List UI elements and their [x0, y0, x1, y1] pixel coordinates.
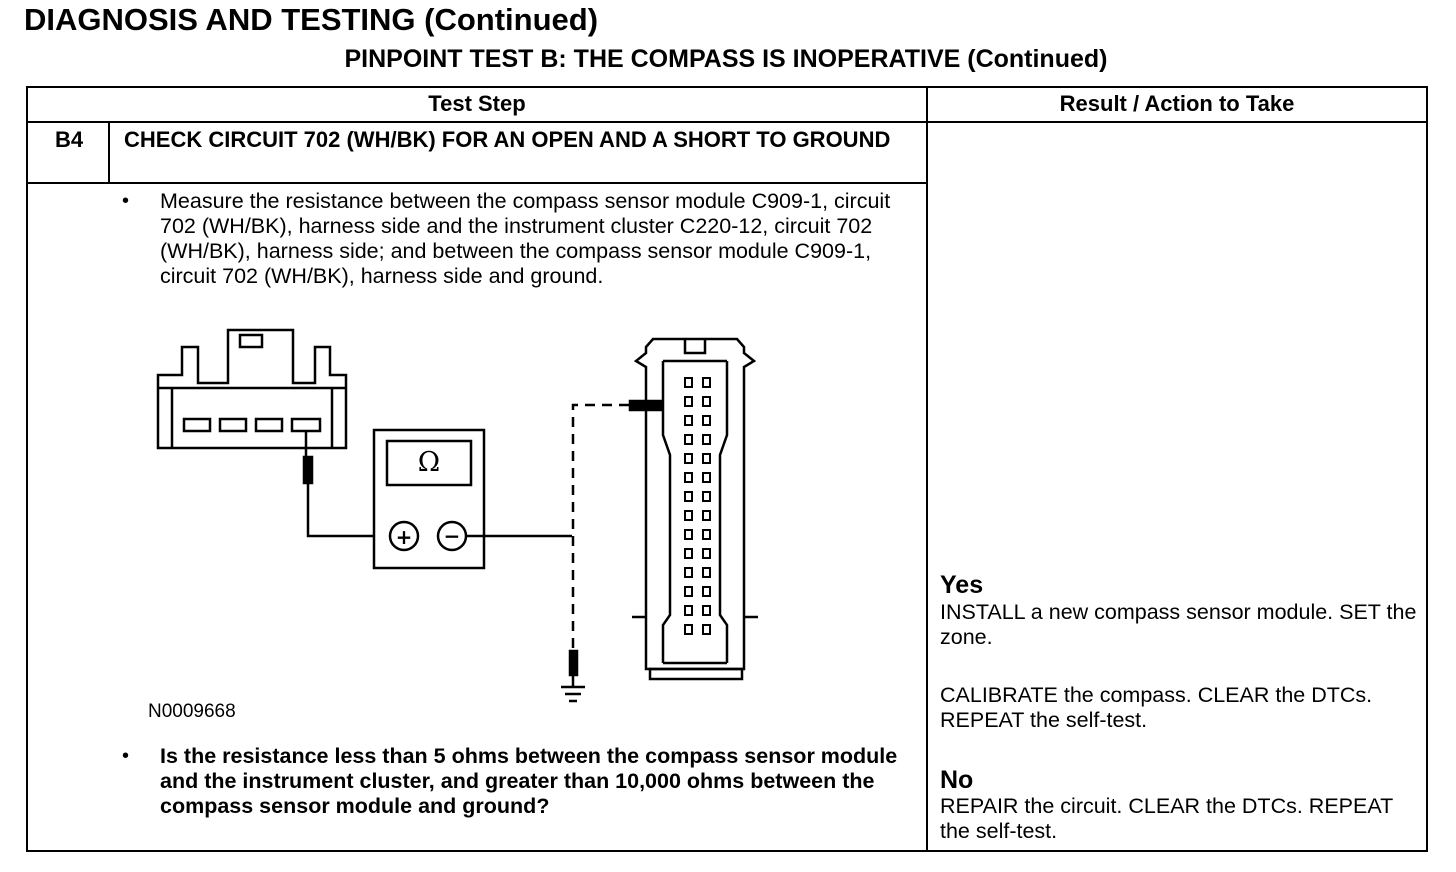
step-id: B4	[54, 127, 84, 152]
test-table	[26, 86, 1428, 852]
step-title-divider	[26, 182, 928, 184]
header-divider	[26, 121, 1428, 123]
bullet: •	[122, 190, 130, 212]
header-result-action: Result / Action to Take	[1059, 91, 1295, 116]
result-yes-action-2: CALIBRATE the compass. CLEAR the DTCs. R…	[940, 683, 1373, 732]
step-instruction: Measure the resistance between the compa…	[160, 189, 891, 288]
step-title: CHECK CIRCUIT 702 (WH/BK) FOR AN OPEN AN…	[124, 127, 891, 152]
connector-pins	[684, 377, 711, 635]
wiring-diagram: Ω + −	[156, 328, 758, 703]
positive-terminal-icon: +	[396, 525, 413, 549]
figure-id: N0009668	[148, 701, 236, 722]
header-test-step: Test Step	[428, 91, 526, 116]
page-heading: DIAGNOSIS AND TESTING (Continued)	[24, 2, 599, 37]
column-divider	[926, 86, 928, 852]
ground-symbol-icon	[561, 685, 585, 703]
bullet: •	[122, 745, 130, 767]
step-id-divider	[108, 121, 110, 183]
result-no-action: REPAIR the circuit. CLEAR the DTCs. REPE…	[940, 794, 1393, 843]
ohm-symbol: Ω	[418, 447, 440, 478]
compass-sensor-connector-icon	[156, 328, 348, 450]
result-yes-action: INSTALL a new compass sensor module. SET…	[940, 600, 1417, 649]
instrument-cluster-connector-icon	[632, 337, 758, 681]
result-yes-label: Yes	[940, 571, 984, 599]
negative-terminal-icon: −	[444, 524, 461, 548]
step-question: Is the resistance less than 5 ohms betwe…	[160, 744, 898, 818]
pinpoint-test-title: PINPOINT TEST B: THE COMPASS IS INOPERAT…	[344, 45, 1108, 73]
result-no-label: No	[940, 766, 974, 794]
